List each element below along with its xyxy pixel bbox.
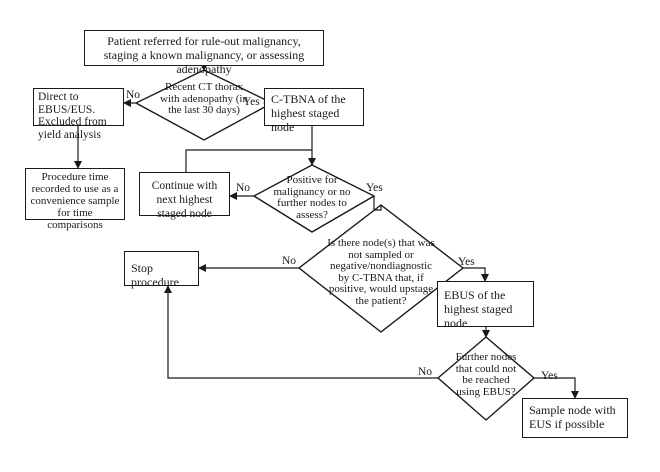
further-nodes-question: Further nodes that could not be reached …	[455, 351, 517, 398]
positive-malignancy-diamond	[252, 164, 376, 233]
recent-ct-question: Recent CT thorax with adenopathy (in the…	[160, 81, 248, 116]
stop-procedure-box: Stop procedure	[124, 251, 199, 289]
continue-next-node-box: Continue with next highest staged node	[139, 172, 230, 220]
further-yes-label: Yes	[541, 370, 558, 382]
ctbna-highest-node-box: C-TBNA of the highest staged node	[264, 88, 364, 134]
positive-malignancy-question: Positive for malignancy or no further no…	[273, 174, 351, 221]
ebus-highest-node-box: EBUS of the highest staged node	[437, 281, 534, 330]
node-yes-label: Yes	[458, 256, 475, 268]
connector-further-yes	[534, 377, 579, 399]
connector-pos-yes	[373, 196, 382, 211]
connector-continue-loop	[185, 149, 312, 172]
further-nodes-diamond	[436, 336, 536, 421]
connector-further-no	[164, 285, 438, 379]
ct-yes-label: Yes	[243, 96, 260, 108]
ct-no-label: No	[126, 89, 141, 101]
procedure-time-box: Procedure time recorded to use as a conv…	[25, 168, 125, 231]
start-box: Patient referred for rule-out malignancy…	[84, 30, 324, 76]
direct-to-ebus-box: Direct to EBUS/EUS. Excluded from yield …	[33, 88, 124, 141]
node-not-sampled-diamond	[297, 204, 465, 333]
further-no-label: No	[418, 366, 433, 378]
pos-yes-label: Yes	[366, 182, 383, 194]
connector-node-yes	[463, 267, 489, 282]
sample-eus-box: Sample node with EUS if possible	[522, 398, 628, 438]
node-not-sampled-question: Is there node(s) that was not sampled or…	[327, 237, 435, 307]
node-no-label: No	[282, 255, 297, 267]
pos-no-label: No	[236, 182, 251, 194]
recent-ct-diamond	[134, 69, 274, 141]
